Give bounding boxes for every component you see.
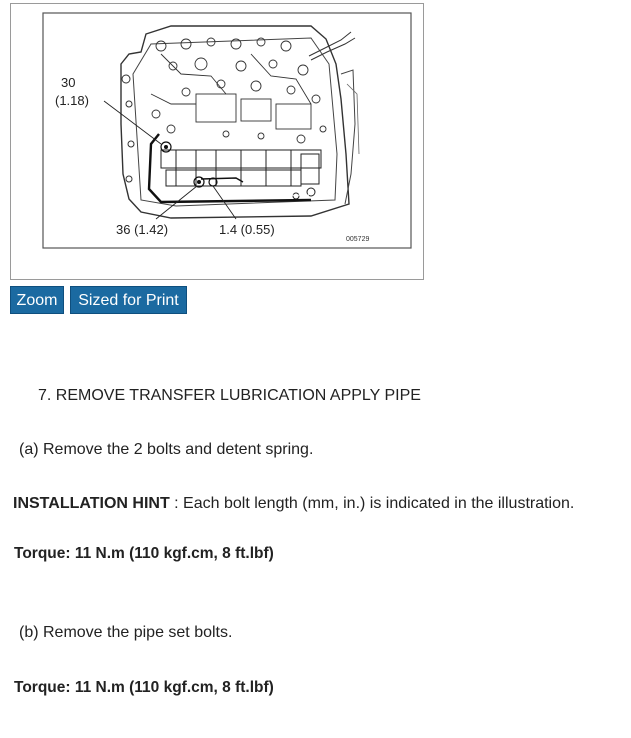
step-b-text: (b) Remove the pipe set bolts. <box>19 624 233 641</box>
hint-label: INSTALLATION HINT <box>13 495 170 512</box>
bolt-a-mm-label: 30 <box>61 75 75 90</box>
torque-spec-2: Torque: 11 N.m (110 kgf.cm, 8 ft.lbf) <box>14 679 274 696</box>
step-a-text: (a) Remove the 2 bolts and detent spring… <box>19 441 314 458</box>
installation-hint: INSTALLATION HINT : Each bolt length (mm… <box>13 495 574 513</box>
hint-text: : Each bolt length (mm, in.) is indicate… <box>169 495 575 512</box>
bolt-b-label: 36 (1.42) <box>116 222 168 237</box>
torque-spec-1: Torque: 11 N.m (110 kgf.cm, 8 ft.lbf) <box>14 545 274 562</box>
bolt-a-in-label: (1.18) <box>55 93 89 108</box>
illustration-frame: 30 (1.18) 36 (1.42) 1.4 (0.55) 005729 <box>10 3 424 280</box>
figure-code: 005729 <box>346 236 369 243</box>
step-title: 7. REMOVE TRANSFER LUBRICATION APPLY PIP… <box>38 387 421 404</box>
valve-body-illustration: 30 (1.18) 36 (1.42) 1.4 (0.55) 005729 <box>42 12 412 249</box>
sized-for-print-button[interactable]: Sized for Print <box>70 286 187 314</box>
bolt-c-label: 1.4 (0.55) <box>219 222 275 237</box>
zoom-button[interactable]: Zoom <box>10 286 64 314</box>
